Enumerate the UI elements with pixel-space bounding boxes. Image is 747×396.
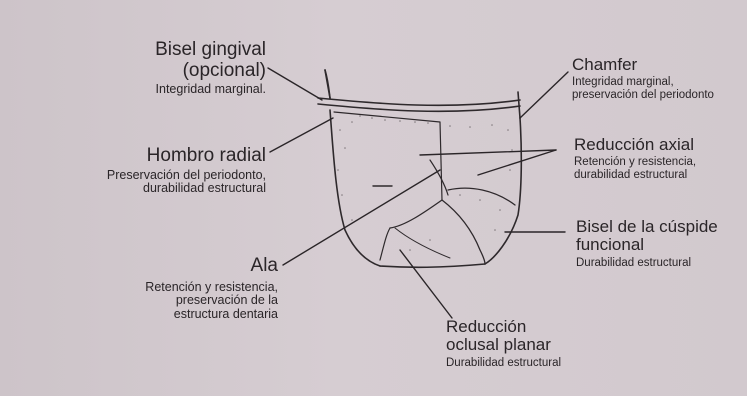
- leader-chamfer: [520, 72, 568, 118]
- reduccion-axial-desc-1: Retención y resistencia,: [574, 156, 744, 168]
- cusp-bevel: [448, 188, 515, 205]
- chamfer-desc-2: preservación del periodonto: [572, 89, 746, 101]
- ala-outline: [390, 200, 442, 228]
- hombro-radial-desc-1: Preservación del periodonto,: [4, 169, 266, 183]
- ala-title: Ala: [80, 256, 278, 277]
- ala-desc-1: Retención y resistencia,: [80, 281, 278, 295]
- leader-bisel-gingival: [268, 68, 322, 100]
- bisel-cuspide-title-2: funcional: [576, 236, 744, 254]
- label-bisel-gingival: Bisel gingival (opcional) Integridad mar…: [70, 40, 266, 97]
- bisel-gingival-desc: Integridad marginal.: [70, 83, 266, 97]
- left-wall: [330, 110, 380, 266]
- hombro-radial-title: Hombro radial: [4, 146, 266, 167]
- right-wall: [485, 118, 521, 264]
- reduccion-axial-desc-2: durabilidad estructural: [574, 169, 744, 181]
- leader-oclusal: [400, 250, 452, 318]
- ala-desc-3: estructura dentaria: [80, 308, 278, 322]
- hombro-radial-desc-2: durabilidad estructural: [4, 182, 266, 196]
- ala-desc-2: preservación de la: [80, 294, 278, 308]
- leader-hombro-radial: [270, 118, 333, 152]
- reduccion-axial-title: Reducción axial: [574, 136, 744, 154]
- label-bisel-cuspide: Bisel de la cúspide funcional Durabilida…: [576, 218, 744, 269]
- label-chamfer: Chamfer Integridad marginal, preservació…: [572, 56, 746, 101]
- label-ala: Ala Retención y resistencia, preservació…: [80, 256, 278, 321]
- leader-axial-2: [478, 150, 556, 175]
- bisel-cuspide-title-1: Bisel de la cúspide: [576, 218, 744, 236]
- chamfer-desc-1: Integridad marginal,: [572, 76, 746, 88]
- chamfer-title: Chamfer: [572, 56, 746, 74]
- bisel-gingival-opcional: (opcional): [70, 61, 266, 82]
- reduccion-oclusal-desc: Durabilidad estructural: [446, 357, 626, 369]
- reduccion-oclusal-title-2: oclusal planar: [446, 336, 626, 354]
- label-reduccion-oclusal: Reducción oclusal planar Durabilidad est…: [446, 318, 626, 369]
- reduccion-oclusal-title-1: Reducción: [446, 318, 626, 336]
- bisel-gingival-title: Bisel gingival: [70, 40, 266, 61]
- gingival-margin: [318, 98, 520, 105]
- label-hombro-radial: Hombro radial Preservación del periodont…: [4, 146, 266, 196]
- bisel-cuspide-desc: Durabilidad estructural: [576, 257, 744, 269]
- label-reduccion-axial: Reducción axial Retención y resistencia,…: [574, 136, 744, 181]
- occlusal-outline: [380, 264, 485, 267]
